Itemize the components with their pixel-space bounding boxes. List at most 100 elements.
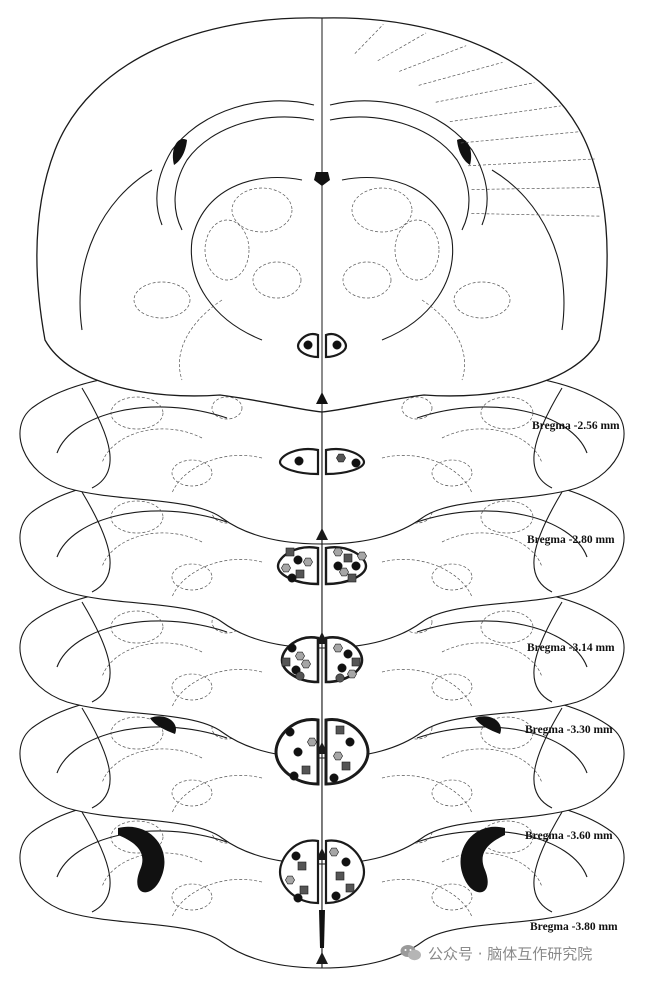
section-dashed-region xyxy=(441,532,543,568)
bregma-label-2: Bregma -2.80 mm xyxy=(527,534,615,546)
section-dashed-region xyxy=(171,559,263,598)
section-inner-curve xyxy=(533,811,563,913)
section-dashed-region xyxy=(441,852,543,888)
section-inner-curve xyxy=(416,620,588,668)
marker-square xyxy=(285,547,295,557)
section-dashed-region xyxy=(381,775,473,814)
section-outlines xyxy=(19,370,625,969)
top-aqueduct-marker xyxy=(316,392,328,404)
region-outline-left xyxy=(278,839,320,905)
section-dashed-nucleus xyxy=(480,610,534,644)
region-outline-left xyxy=(276,546,320,586)
section-dashed-region xyxy=(171,455,263,494)
dashed-tract xyxy=(421,299,465,381)
hippocampus-curve xyxy=(329,116,470,231)
dashed-nucleus xyxy=(394,219,440,281)
marker-circle xyxy=(329,773,339,783)
marker-hexagon xyxy=(333,547,343,557)
section-dashed-nucleus xyxy=(110,610,164,644)
section-dashed-region xyxy=(441,428,543,464)
dashed-nucleus xyxy=(453,281,511,319)
cortical-layer-line xyxy=(460,131,582,144)
section-dashed-nucleus xyxy=(171,779,213,807)
section-dashed-region xyxy=(101,532,203,568)
marker-circle xyxy=(351,561,361,571)
section-inner-curve xyxy=(56,406,228,454)
marker-circle xyxy=(332,340,342,350)
dashed-nucleus xyxy=(342,261,392,299)
ventricle-left-small xyxy=(150,716,176,734)
section-dashed-nucleus xyxy=(171,459,213,487)
thalamus-boundary xyxy=(341,176,454,341)
section-dashed-nucleus xyxy=(171,883,213,911)
section-dashed-nucleus xyxy=(171,563,213,591)
region-box-5 xyxy=(274,718,370,786)
marker-circle xyxy=(289,771,299,781)
section-dashed-region xyxy=(101,428,203,464)
marker-circle xyxy=(291,851,301,861)
marker-hexagon xyxy=(285,875,295,885)
marker-circle xyxy=(345,737,355,747)
section-dashed-region xyxy=(441,642,543,678)
section-dashed-region xyxy=(171,669,263,708)
dashed-nucleus xyxy=(351,187,413,233)
marker-hexagon xyxy=(339,567,349,577)
injection-site-markers xyxy=(274,332,370,948)
cortical-layer-line xyxy=(468,158,595,167)
marker-circle xyxy=(287,643,297,653)
ventricle-right-small xyxy=(475,716,501,734)
cortex-inner-boundary xyxy=(491,169,565,331)
marker-hexagon xyxy=(281,563,291,573)
section-inner-curve xyxy=(81,707,111,809)
marker-square xyxy=(335,725,345,735)
marker-square xyxy=(335,871,345,881)
section-dashed-nucleus xyxy=(110,820,164,854)
marker-circle xyxy=(337,663,347,673)
section-dashed-nucleus xyxy=(431,673,473,701)
section-inner-curve xyxy=(416,830,588,878)
marker-hexagon xyxy=(295,651,305,661)
aqueduct-marker xyxy=(316,952,328,964)
cortical-layer-line xyxy=(471,187,602,190)
marker-circle xyxy=(293,747,303,757)
region-box-6 xyxy=(278,839,366,905)
lateral-ventricle xyxy=(172,139,187,165)
marker-square xyxy=(295,569,305,579)
marker-square xyxy=(345,883,355,893)
cortex-inner-boundary xyxy=(79,169,153,331)
section-inner-curve xyxy=(56,726,228,774)
marker-square xyxy=(347,573,357,583)
cortical-layer-line xyxy=(449,105,561,122)
watermark-text: 公众号 · 脑体互作研究院 xyxy=(428,944,593,963)
marker-hexagon xyxy=(336,453,346,463)
section-dashed-nucleus xyxy=(431,459,473,487)
thalamus-boundary xyxy=(190,176,303,341)
section-inner-curve xyxy=(81,601,111,703)
dashed-nucleus xyxy=(133,281,191,319)
marker-square xyxy=(351,657,361,667)
section-dashed-nucleus xyxy=(401,396,433,420)
section-dashed-nucleus xyxy=(171,673,213,701)
aqueduct-marker xyxy=(316,528,328,540)
marker-hexagon xyxy=(307,737,317,747)
section-dashed-region xyxy=(101,642,203,678)
marker-circle xyxy=(343,649,353,659)
marker-hexagon xyxy=(357,551,367,561)
marker-square xyxy=(341,761,351,771)
region-outline-right xyxy=(324,448,366,476)
marker-circle xyxy=(351,458,361,468)
section-inner-curve xyxy=(416,726,588,774)
marker-circle xyxy=(287,573,297,583)
section-dashed-region xyxy=(381,559,473,598)
marker-circle xyxy=(341,857,351,867)
section-dashed-nucleus xyxy=(110,716,164,750)
section-dashed-nucleus xyxy=(431,883,473,911)
section-dashed-region xyxy=(101,852,203,888)
third-ventricle-marker xyxy=(314,172,330,186)
marker-hexagon xyxy=(303,557,313,567)
cortical-layer-line xyxy=(471,213,601,217)
region-box-3 xyxy=(276,546,368,586)
marker-hexagon xyxy=(301,659,311,669)
marker-circle xyxy=(335,673,345,683)
marker-square xyxy=(297,861,307,871)
